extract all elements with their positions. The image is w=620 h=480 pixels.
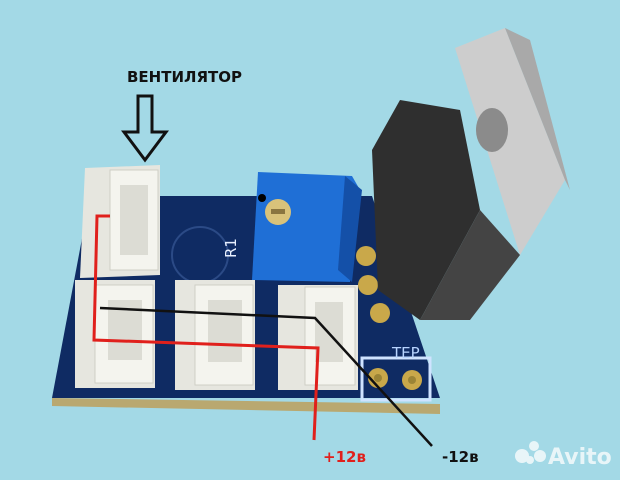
connector-middle: [175, 280, 255, 390]
potentiometer: [252, 172, 362, 282]
negative-wire: [99, 306, 433, 447]
fan-connector-top: [80, 165, 160, 278]
avito-watermark: Avito: [515, 441, 612, 470]
fan-connector-bottom: [75, 280, 155, 388]
fan-label: ВЕНТИЛЯТОР: [127, 68, 242, 86]
plus-12v-label: +12в: [323, 448, 366, 466]
transistor: [372, 28, 570, 320]
minus-12v-label: -12в: [442, 448, 479, 466]
down-arrow-icon: [121, 94, 169, 163]
resistor-label: R1: [222, 238, 240, 258]
svg-text:Avito: Avito: [548, 445, 612, 470]
positive-wire: [92, 214, 320, 441]
silkscreen-label: TEP: [391, 344, 420, 362]
